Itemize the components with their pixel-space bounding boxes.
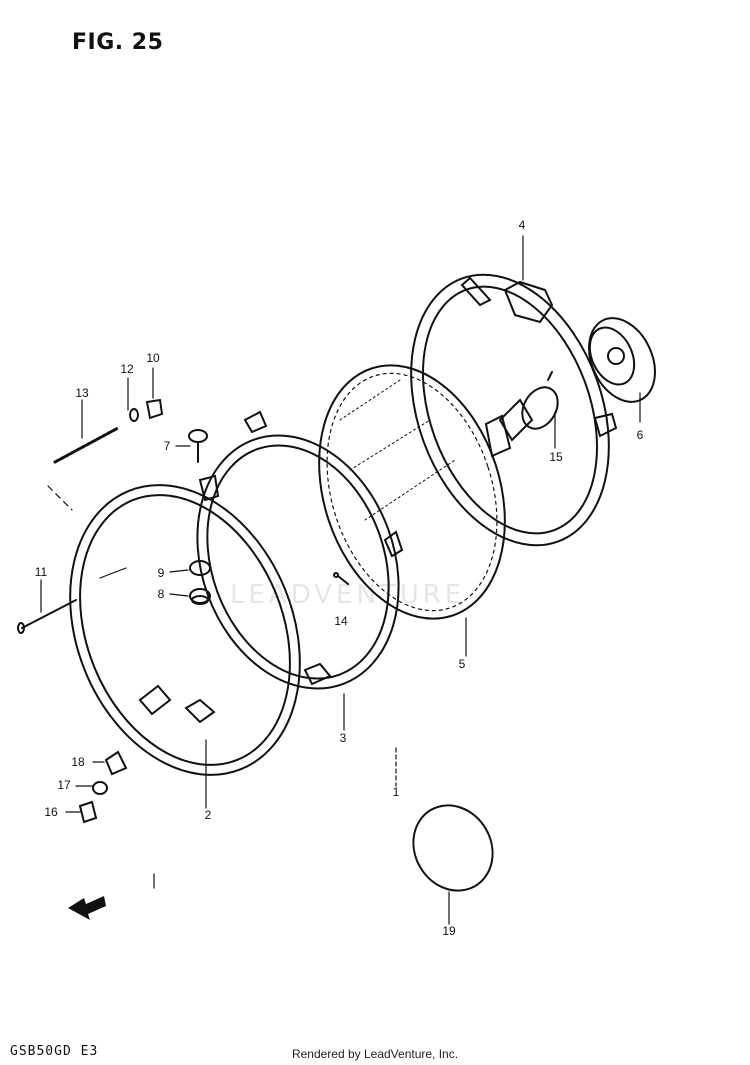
callout-14: 14 bbox=[334, 614, 348, 628]
callout-18: 18 bbox=[71, 755, 85, 769]
part-2-trim-ring bbox=[29, 450, 342, 809]
callout-1: 1 bbox=[392, 785, 400, 799]
callout-15: 15 bbox=[549, 450, 563, 464]
figure-title: FIG. 25 bbox=[72, 30, 164, 55]
part-14-screw bbox=[334, 573, 348, 584]
callout-11: 11 bbox=[34, 565, 48, 579]
callout-16: 16 bbox=[44, 805, 58, 819]
part-7-screw bbox=[189, 430, 207, 462]
callout-8: 8 bbox=[157, 587, 165, 601]
callout-13: 13 bbox=[75, 386, 89, 400]
part-4-housing bbox=[376, 247, 645, 573]
callout-2: 2 bbox=[204, 808, 212, 822]
callout-3: 3 bbox=[339, 731, 347, 745]
front-arrow bbox=[68, 896, 106, 920]
callout-4: 4 bbox=[518, 218, 526, 232]
callout-10: 10 bbox=[146, 351, 160, 365]
callout-9: 9 bbox=[157, 566, 165, 580]
part-19-cover bbox=[398, 791, 508, 905]
callout-7: 7 bbox=[163, 439, 171, 453]
part-11-adjust-screw bbox=[18, 600, 76, 633]
callout-6: 6 bbox=[636, 428, 644, 442]
callout-5: 5 bbox=[458, 657, 466, 671]
model-code: GSB50GD E3 bbox=[10, 1044, 99, 1059]
callout-19: 19 bbox=[442, 924, 456, 938]
callout-17: 17 bbox=[57, 778, 71, 792]
part-16-17-18-fasteners bbox=[80, 752, 126, 822]
part-15-bulb bbox=[486, 372, 565, 456]
callout-12: 12 bbox=[120, 362, 134, 376]
watermark: LEADVENTURE bbox=[230, 580, 466, 610]
part-10-12-13-adjuster bbox=[48, 400, 162, 578]
render-credit: Rendered by LeadVenture, Inc. bbox=[291, 1047, 459, 1061]
leader-lines bbox=[41, 236, 640, 924]
part-5-lens-unit bbox=[288, 341, 536, 643]
part-3-mounting-ring bbox=[163, 407, 432, 717]
part-8-9-grommets bbox=[190, 561, 210, 604]
